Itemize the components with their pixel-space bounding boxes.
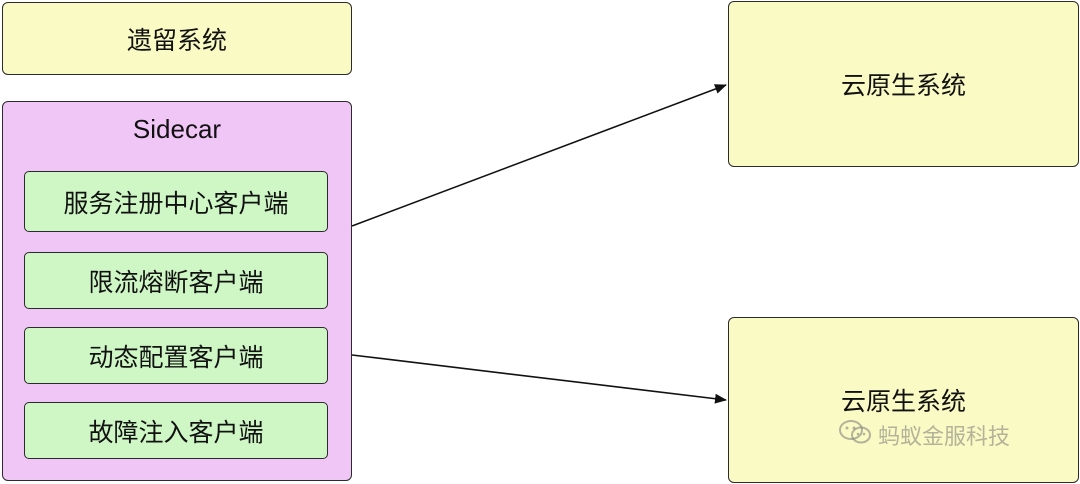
- dynamic-config-client-box: 动态配置客户端: [24, 327, 328, 384]
- arrow-to-top-cloud-system: [351, 84, 727, 227]
- service-registry-client-label: 服务注册中心客户端: [63, 188, 289, 218]
- fault-injection-client-box: 故障注入客户端: [24, 402, 328, 459]
- watermark: 蚂蚁金服科技: [838, 418, 1010, 452]
- service-registry-client-box: 服务注册中心客户端: [24, 171, 328, 232]
- legacy-system-box: 遗留系统: [2, 2, 352, 75]
- dynamic-config-client-label: 动态配置客户端: [88, 342, 264, 372]
- legacy-system-label: 遗留系统: [126, 25, 227, 55]
- cloud-native-system-label-bottom: 云原生系统: [840, 387, 966, 416]
- watermark-text: 蚂蚁金服科技: [878, 425, 1011, 450]
- fault-injection-client-label: 故障注入客户端: [88, 417, 264, 447]
- sidecar-title: Sidecar: [132, 114, 222, 144]
- cloud-native-system-label-top: 云原生系统: [840, 71, 966, 100]
- rate-limit-circuit-breaker-client-label: 限流熔断客户端: [88, 267, 264, 297]
- rate-limit-circuit-breaker-client-box: 限流熔断客户端: [24, 252, 328, 309]
- wechat-icon: [838, 418, 872, 452]
- arrow-to-bottom-cloud-system: [351, 354, 727, 404]
- cloud-native-system-box-bottom: 云原生系统: [728, 317, 1079, 483]
- cloud-native-system-box-top: 云原生系统: [728, 1, 1079, 167]
